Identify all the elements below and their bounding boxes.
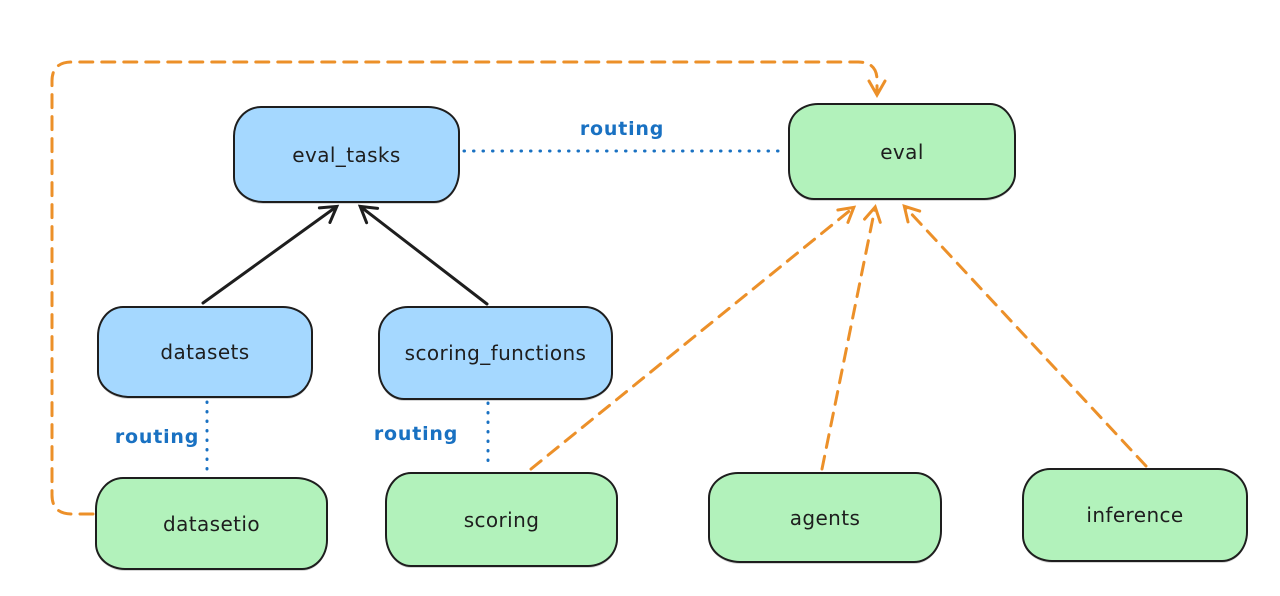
node-eval: eval	[788, 103, 1016, 200]
edge-label-routing-scoring-functions-scoring: routing	[373, 423, 459, 445]
edge-scoring-to-eval	[529, 205, 857, 471]
node-agents: agents	[708, 472, 942, 563]
node-eval-tasks-label: eval_tasks	[292, 142, 401, 167]
edge-agents-to-eval	[820, 204, 882, 471]
edge-scoring-functions-to-eval-tasks	[357, 204, 489, 306]
edge-label-routing-datasets-datasetio: routing	[114, 426, 200, 448]
edge-datasetio-to-eval	[50, 60, 887, 516]
node-scoring: scoring	[385, 472, 618, 567]
node-scoring-functions-label: scoring_functions	[404, 341, 587, 365]
edge-inference-to-eval	[902, 204, 1148, 468]
node-scoring-functions: scoring_functions	[378, 306, 613, 400]
node-scoring-label: scoring	[463, 507, 540, 532]
node-inference: inference	[1022, 468, 1248, 562]
node-datasetio-label: datasetio	[162, 511, 260, 536]
node-inference-label: inference	[1086, 503, 1184, 527]
edge-label-routing-eval-tasks-eval: routing	[579, 118, 665, 140]
node-datasets-label: datasets	[160, 340, 250, 364]
node-datasets: datasets	[97, 306, 313, 398]
node-eval-tasks: eval_tasks	[233, 106, 460, 203]
node-agents-label: agents	[789, 505, 861, 530]
edge-datasets-to-eval-tasks	[201, 204, 340, 305]
node-datasetio: datasetio	[95, 477, 328, 570]
node-eval-label: eval	[880, 139, 924, 164]
